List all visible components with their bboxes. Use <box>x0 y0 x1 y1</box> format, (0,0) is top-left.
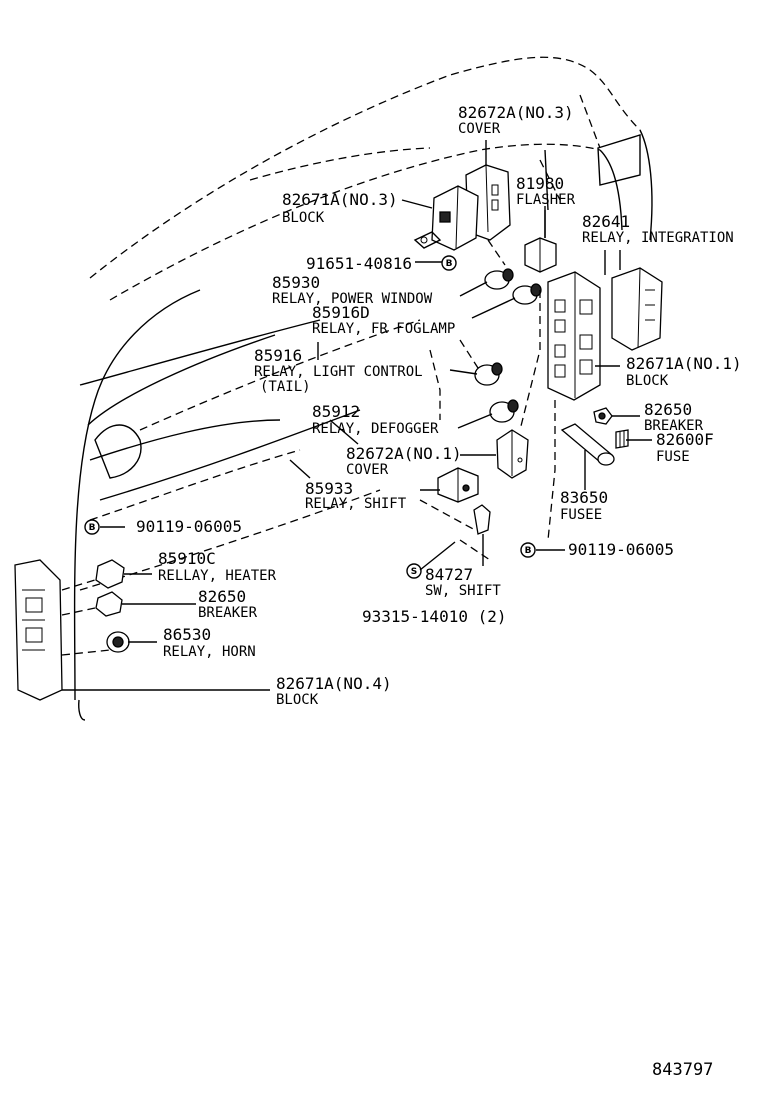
part-name: RELAY, POWER WINDOW <box>272 291 433 307</box>
breaker-right-part <box>593 407 613 425</box>
part-number: 85912 <box>312 402 360 421</box>
relay-integration-part <box>604 250 663 351</box>
part-name: BREAKER <box>644 418 704 434</box>
cover-no1-part <box>496 429 529 479</box>
part-number: 85930 <box>272 273 320 292</box>
relay-horn-part <box>106 631 130 653</box>
part-name: RELAY, HORN <box>163 644 256 660</box>
block-no3-part <box>413 185 479 251</box>
part-number: 82671A(NO.1) <box>626 354 742 373</box>
part-number: 83650 <box>560 488 608 507</box>
part-labels: 82672A(NO.3) COVER 82671A(NO.3) BLOCK 81… <box>136 103 742 708</box>
part-number: 91651-40816 <box>306 254 412 273</box>
part-name: RELAY, LIGHT CONTROL <box>254 364 423 380</box>
block-no1-part <box>547 271 601 401</box>
relay-shift-part <box>437 467 479 503</box>
block-no4-part <box>14 559 111 701</box>
sw-shift-part <box>473 504 491 566</box>
part-number: 85916 <box>254 346 302 365</box>
part-number: 90119-06005 <box>136 517 242 536</box>
part-name: FLASHER <box>516 192 576 208</box>
svg-text:B: B <box>525 546 532 556</box>
badge-b-90119-right: B <box>520 542 536 558</box>
svg-text:S: S <box>411 567 417 577</box>
relay-heater-part <box>95 559 125 589</box>
part-name: COVER <box>458 121 501 137</box>
badge-b-90119-left: B <box>84 519 100 535</box>
part-number: 84727 <box>425 565 473 584</box>
badge-b-91651: B <box>441 255 457 271</box>
part-name-extra: (TAIL) <box>260 379 311 395</box>
part-name: BLOCK <box>276 692 319 708</box>
part-name: COVER <box>346 462 389 478</box>
part-number: 90119-06005 <box>568 540 674 559</box>
part-name: BREAKER <box>198 605 258 621</box>
flasher-part <box>524 210 557 273</box>
part-name: BLOCK <box>282 210 325 226</box>
breaker-left-part <box>95 591 123 617</box>
part-name: FUSE <box>656 449 690 465</box>
svg-text:B: B <box>446 259 453 269</box>
part-number: 82650 <box>198 587 246 606</box>
part-name: SW, SHIFT <box>425 583 501 599</box>
part-number: 82671A(NO.3) <box>282 190 398 209</box>
relay-light-control-part <box>474 362 503 386</box>
part-number: 93315-14010 (2) <box>362 607 507 626</box>
part-number: 82600F <box>656 430 714 449</box>
relay-defogger-part <box>489 399 519 423</box>
leader-lines <box>62 140 652 691</box>
part-name: RELAY, SHIFT <box>305 496 407 512</box>
part-number: 85916D <box>312 303 370 322</box>
fuse-part <box>615 429 629 449</box>
part-number: 82650 <box>644 400 692 419</box>
part-number: 82671A(NO.4) <box>276 674 392 693</box>
part-number: 85933 <box>305 479 353 498</box>
part-number: 81980 <box>516 174 564 193</box>
diagram-reference-number: 843797 <box>652 1060 714 1080</box>
dashboard-outline <box>73 56 653 721</box>
part-name: RELAY, DEFOGGER <box>312 421 439 437</box>
part-number: 86530 <box>163 625 211 644</box>
part-number: 82672A(NO.3) <box>458 103 574 122</box>
fusee-part <box>560 423 615 490</box>
part-name: BLOCK <box>626 373 669 389</box>
svg-text:B: B <box>89 523 96 533</box>
part-number: 82672A(NO.1) <box>346 444 462 463</box>
relay-fr-foglamp-part <box>512 283 542 305</box>
part-name: RELLAY, HEATER <box>158 568 277 584</box>
part-name: RELAY, INTEGRATION <box>582 230 734 246</box>
part-number: 82641 <box>582 212 630 231</box>
badge-s-93315: S <box>406 563 422 579</box>
part-name: FUSEE <box>560 507 602 523</box>
part-name: RELAY, FR FOGLAMP <box>312 321 455 337</box>
part-number: 85910C <box>158 549 216 568</box>
relay-power-window-part <box>484 268 514 290</box>
